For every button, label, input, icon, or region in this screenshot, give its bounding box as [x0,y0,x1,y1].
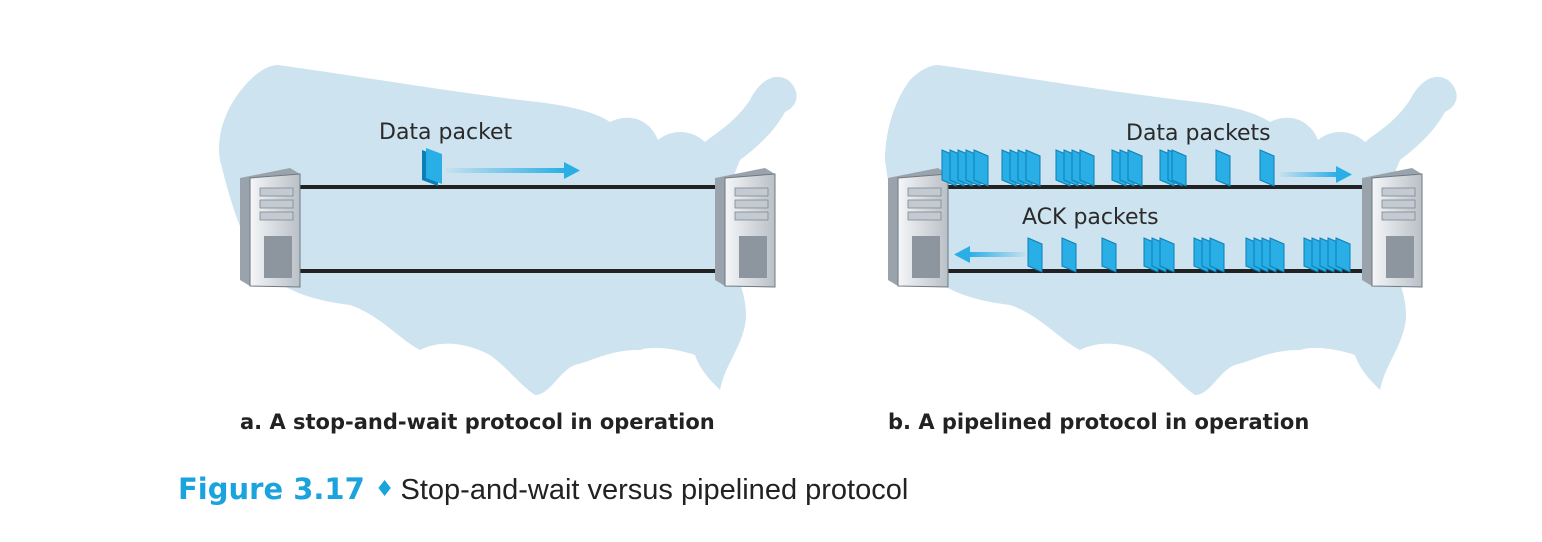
figure-number: Figure 3.17 [178,472,365,506]
ack-packets-label: ACK packets [1022,205,1159,230]
data-packets-label: Data packets [1126,121,1271,146]
panel-a-caption: a. A stop-and-wait protocol in operation [240,410,715,434]
data-packet-icon [1259,149,1275,187]
ack-direction-arrow [954,246,1026,263]
panel-b-caption: b. A pipelined protocol in operation [888,410,1310,434]
data-packet-stack-icon [1111,149,1143,187]
receiver-server-icon [1362,168,1423,288]
data-packet-stack-icon [1001,149,1041,187]
ack-packet-stack-icon [1303,237,1351,273]
ack-packet-stack-icon [1143,237,1175,273]
figure-caption: Figure 3.17 ♦Stop-and-wait versus pipelin… [178,472,908,507]
sender-server-icon [240,168,301,288]
data-direction-arrow [446,162,580,179]
figure-title: Stop-and-wait versus pipelined protocol [400,474,909,506]
ack-packet-icon [1027,237,1043,273]
data-packet-icon [1171,149,1187,187]
data-packet-stack-icon [1055,149,1095,187]
data-packet-icon [1215,149,1231,187]
data-direction-arrow [1280,166,1352,183]
receiver-server-icon [715,168,776,288]
us-map-silhouette [885,65,1457,395]
ack-packet-icon [1101,237,1117,273]
sender-server-icon [888,168,949,288]
ack-packet-icon [1061,237,1077,273]
data-packet-icon [422,148,442,186]
ack-packet-stack-icon [1193,237,1225,273]
diamond-icon: ♦ [374,477,395,502]
data-packet-label: Data packet [379,120,513,145]
panel-a-diagram [219,65,797,395]
panel-b-diagram [885,65,1457,395]
us-map-silhouette [219,65,797,395]
ack-packet-stack-icon [1245,237,1285,273]
data-packet-stack-icon [941,149,989,187]
